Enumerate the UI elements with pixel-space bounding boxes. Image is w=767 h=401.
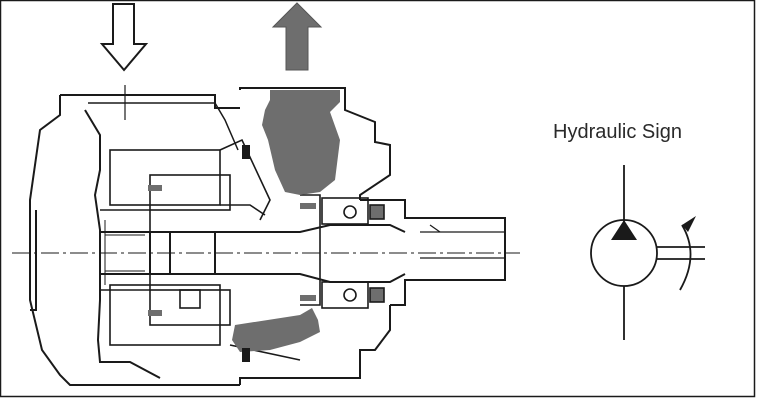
diagram-border — [0, 0, 756, 398]
inlet-arrow-icon — [99, 3, 149, 72]
bearing-bottom — [321, 281, 385, 309]
hydraulic-pump-symbol-icon — [590, 165, 705, 340]
pump-housing — [29, 85, 506, 386]
outlet-flow-passage — [148, 90, 340, 362]
outlet-arrow-icon — [271, 2, 323, 71]
hydraulic-sign-label: Hydraulic Sign — [553, 121, 682, 143]
bearing-top — [321, 197, 385, 225]
